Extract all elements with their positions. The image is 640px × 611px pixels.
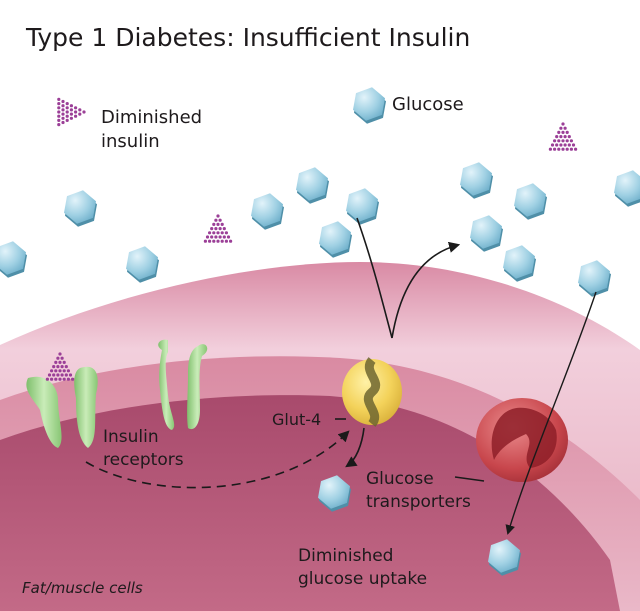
insulin-molecule bbox=[203, 214, 233, 243]
glucose-molecule bbox=[0, 241, 27, 278]
glucose-molecule bbox=[503, 245, 536, 282]
glucose-molecule bbox=[470, 215, 503, 252]
arrow-glucose-in bbox=[356, 217, 393, 339]
legend-insulin-label-line2: insulin bbox=[101, 131, 160, 152]
uptake-label-line1: Diminished bbox=[298, 546, 393, 566]
glucose-molecule bbox=[514, 183, 547, 220]
glucose-molecule bbox=[126, 246, 159, 283]
glucose-molecule bbox=[318, 475, 351, 512]
legend-insulin-label-line1: Diminished bbox=[101, 107, 202, 128]
glucose-molecule bbox=[578, 260, 611, 297]
arrow-diminished-uptake bbox=[505, 291, 597, 535]
legend-glucose-label: Glucose bbox=[392, 94, 464, 115]
legend-insulin-icon bbox=[57, 97, 86, 127]
legend-glucose-icon bbox=[353, 87, 386, 124]
receptors-label-line2: receptors bbox=[103, 450, 184, 470]
arrow-receptor-signal bbox=[85, 430, 350, 489]
glucose-molecule bbox=[460, 162, 493, 199]
glucose-transporter bbox=[476, 398, 568, 482]
transporters-label-line1: Glucose bbox=[366, 469, 434, 489]
glut4-transporter bbox=[342, 357, 402, 427]
insulin-receptor-bound bbox=[26, 366, 98, 448]
glucose-molecule bbox=[346, 188, 379, 225]
insulin-molecule bbox=[548, 122, 578, 151]
glucose-molecule bbox=[614, 170, 640, 207]
transporter-leader-line bbox=[454, 476, 485, 482]
uptake-label-line2: glucose uptake bbox=[298, 569, 427, 589]
cells-label: Fat/muscle cells bbox=[22, 579, 143, 597]
glucose-molecule bbox=[488, 539, 521, 576]
glucose-molecule bbox=[251, 193, 284, 230]
insulin-molecule bbox=[45, 352, 75, 381]
glucose-molecule bbox=[319, 221, 352, 258]
glut4-label: Glut-4 bbox=[272, 410, 321, 429]
arrow-glucose-out bbox=[391, 241, 461, 339]
insulin-receptor-empty bbox=[158, 339, 208, 430]
transporters-label-line2: transporters bbox=[366, 492, 471, 512]
receptors-label-line1: Insulin bbox=[103, 427, 159, 447]
arrow-glut4-to-inside bbox=[345, 427, 365, 468]
cell-interior bbox=[0, 395, 620, 611]
glucose-molecule bbox=[296, 167, 329, 204]
page-title: Type 1 Diabetes: Insufficient Insulin bbox=[25, 23, 470, 52]
glucose-molecule bbox=[64, 190, 97, 227]
